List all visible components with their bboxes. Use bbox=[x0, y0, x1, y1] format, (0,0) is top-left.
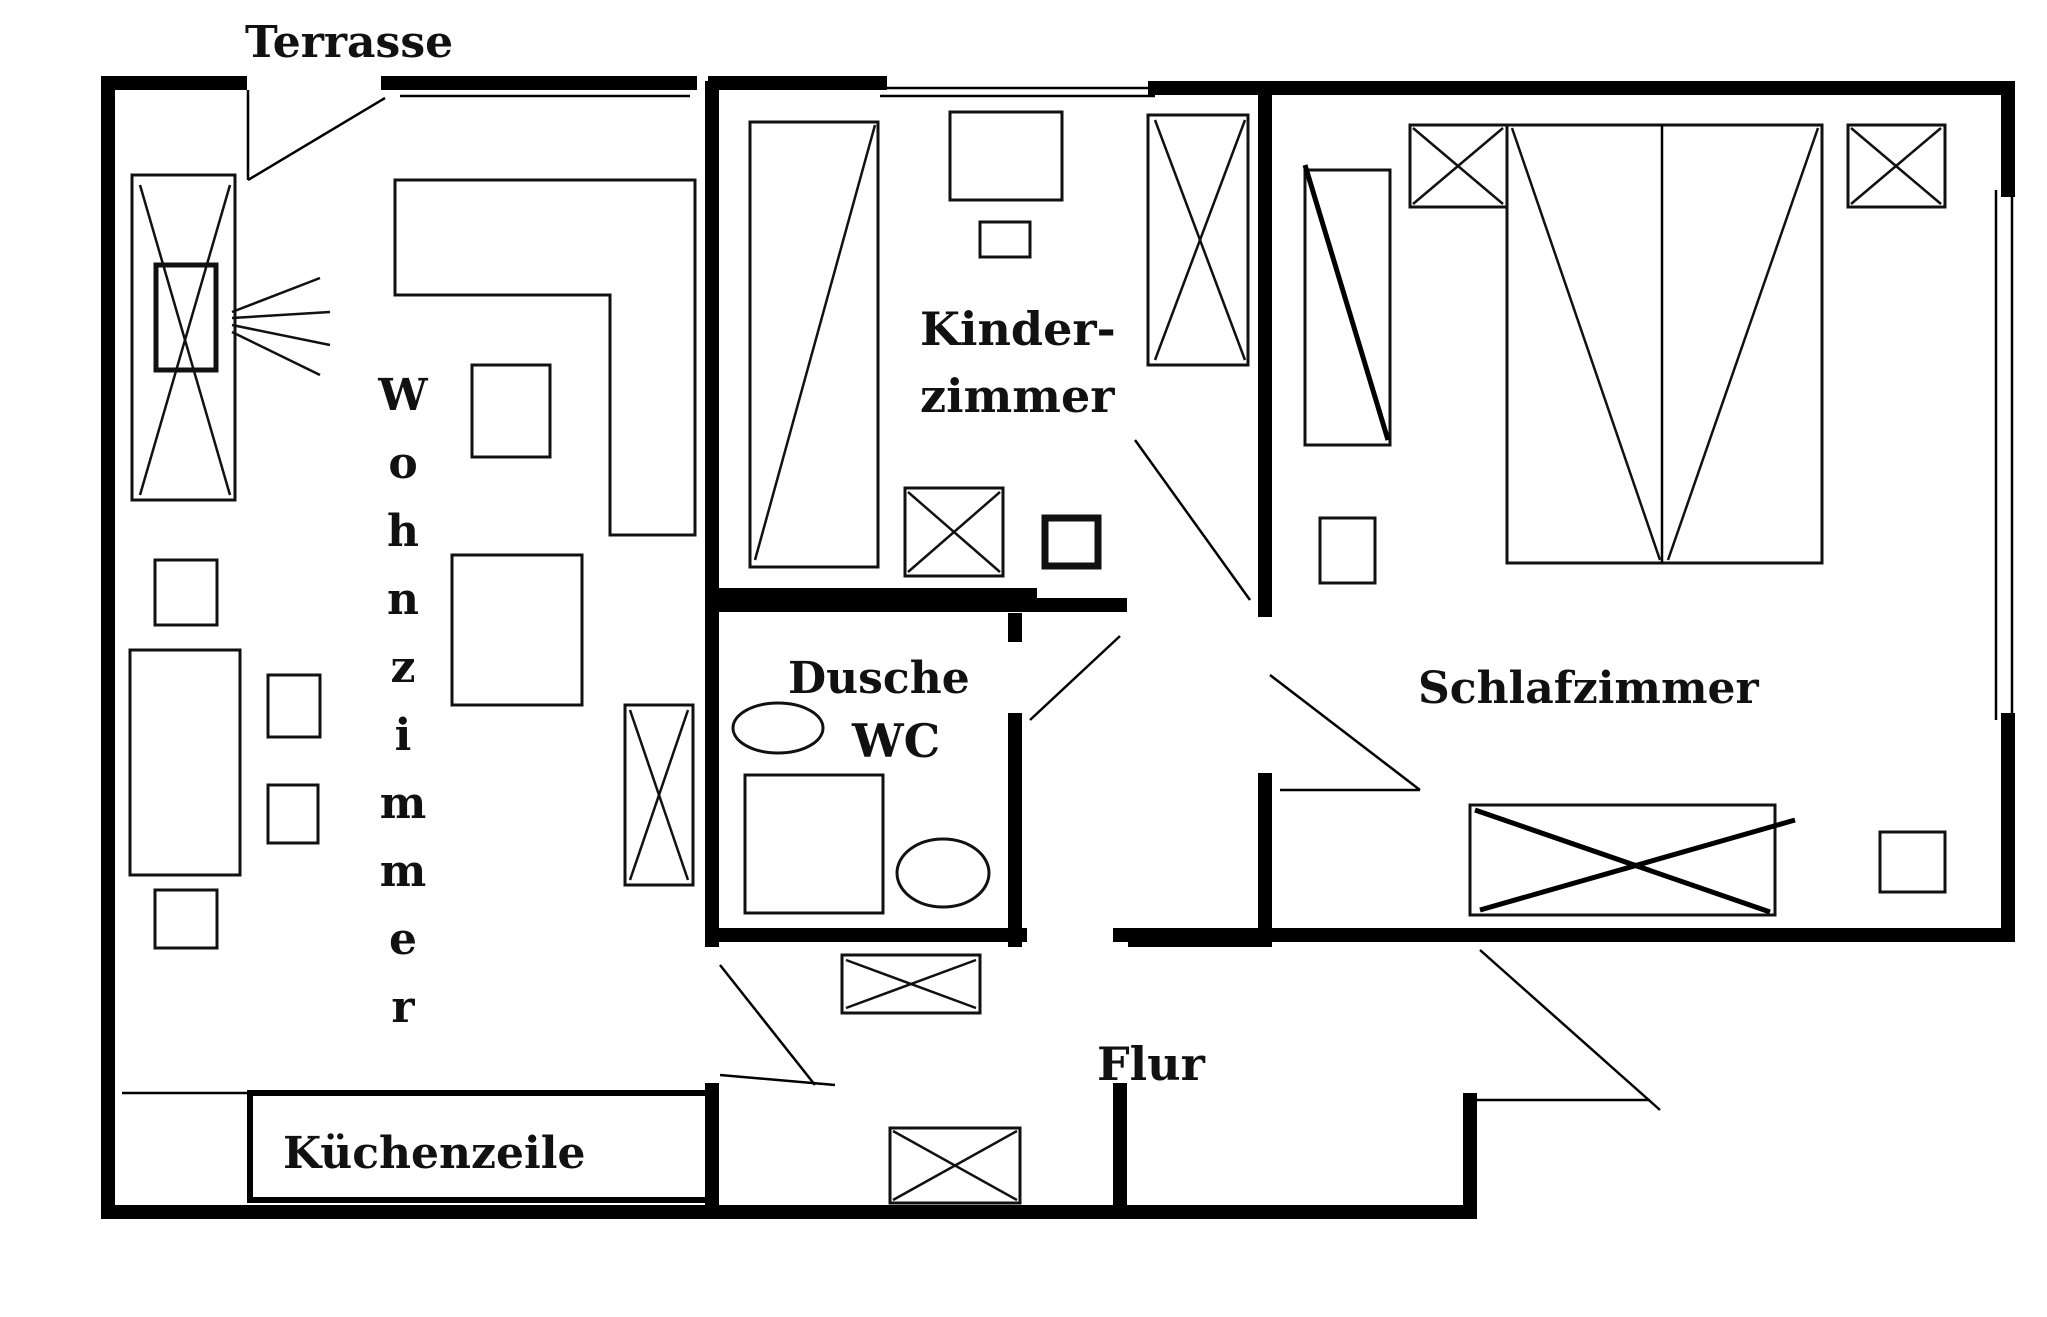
windows bbox=[400, 86, 2014, 720]
door-swings bbox=[719, 439, 1661, 1111]
label-wohnzimmer-letter: m bbox=[380, 778, 427, 829]
label-schlafzimmer: Schlafzimmer bbox=[1418, 663, 1760, 714]
wohnzimmer-furniture bbox=[128, 173, 697, 950]
terrace-door bbox=[246, 90, 386, 182]
bathroom-fixtures bbox=[731, 701, 991, 1015]
label-wohnzimmer-letter: m bbox=[380, 846, 427, 897]
label-wohnzimmer-letter: i bbox=[395, 710, 412, 761]
label-wohnzimmer-letter: n bbox=[387, 574, 419, 625]
kitchen-counter bbox=[122, 1090, 711, 1203]
label-terrasse: Terrasse bbox=[245, 17, 453, 68]
label-wohnzimmer-letter: W bbox=[377, 370, 428, 421]
label-kinderzimmer-line2: zimmer bbox=[920, 369, 1115, 423]
label-wohnzimmer-letter: o bbox=[388, 438, 417, 489]
label-flur: Flur bbox=[1097, 1037, 1206, 1091]
label-wc: WC bbox=[851, 714, 940, 768]
exterior-walls bbox=[101, 76, 2015, 1219]
schlafzimmer-furniture bbox=[1302, 123, 1947, 917]
interior-walls bbox=[705, 81, 1272, 1219]
label-wohnzimmer-letter: z bbox=[391, 642, 416, 693]
label-wohnzimmer-letter: r bbox=[391, 982, 415, 1033]
kinderzimmer-furniture bbox=[748, 110, 1250, 578]
label-wohnzimmer-letter: e bbox=[389, 914, 417, 965]
label-kinderzimmer-line1: Kinder- bbox=[920, 302, 1116, 356]
label-kuechenzeile: Küchenzeile bbox=[283, 1128, 585, 1179]
flur-furniture bbox=[888, 1126, 1022, 1205]
label-dusche: Dusche bbox=[788, 653, 970, 704]
label-wohnzimmer-letter: h bbox=[387, 506, 419, 557]
label-wohnzimmer: W o h n z i m m e r bbox=[377, 370, 428, 1033]
